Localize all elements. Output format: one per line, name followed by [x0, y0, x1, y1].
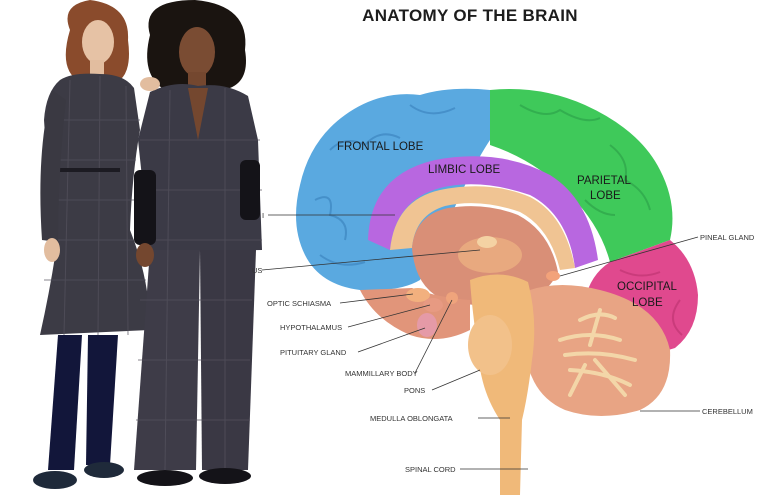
fashion-photo [33, 0, 262, 489]
occipital-lobe-label-1: OCCIPITAL [617, 281, 677, 293]
corpus-callosum [390, 186, 575, 270]
left-model-shoe-2 [84, 462, 124, 478]
right-model-v-neck [188, 88, 208, 140]
spinal-cord-label: SPINAL CORD [405, 465, 456, 474]
right-model-jacket [138, 84, 262, 252]
pituitary-gland-label: PITUITARY GLAND [280, 348, 347, 357]
pineal-gland-label: PINEAL GLAND [700, 233, 755, 242]
pons [468, 315, 512, 375]
medulla-oblongata-label: MEDULLA OBLONGATA [370, 414, 453, 423]
hypothalamus-label: HYPOTHALAMUS [280, 323, 342, 332]
gyri-texture-pink [619, 269, 683, 336]
truncated-label-middle: US [252, 266, 262, 275]
parietal-lobe-label-1: PARIETAL [577, 175, 631, 187]
left-model-socks-2 [86, 335, 118, 465]
diagram-title: ANATOMY OF THE BRAIN [362, 6, 578, 25]
left-model-arm [40, 90, 66, 242]
right-model-sleeve-left [134, 170, 156, 245]
right-model-sleeve-right [240, 160, 260, 220]
mammillary-body-label: MAMMILLARY BODY [345, 369, 418, 378]
right-model-shoe-2 [199, 468, 251, 484]
right-model-face [179, 27, 215, 77]
parietal-lobe [490, 89, 673, 262]
occipital-lobe-label-2: LOBE [632, 297, 663, 309]
frontal-lobe-label: FRONTAL LOBE [337, 141, 424, 153]
pituitary-gland [417, 313, 437, 337]
cerebellum-label: CEREBELLUM [702, 407, 753, 416]
pons-label: PONS [404, 386, 425, 395]
leader-lines [261, 214, 700, 470]
mammillary-body [446, 292, 458, 304]
right-model-shoe [137, 470, 193, 486]
cerebellum-arbor [558, 308, 637, 397]
pineal-gland [546, 271, 560, 281]
suit-plaid [136, 88, 262, 471]
limbic-lobe [368, 156, 598, 268]
left-model-belt [58, 168, 120, 172]
left-model-shoe [33, 471, 77, 489]
dress-plaid [44, 75, 146, 336]
optic-schiasma [406, 288, 430, 302]
gyri-texture-green [519, 104, 651, 216]
temporal-base [360, 288, 470, 339]
truncated-label-upper: I [262, 211, 264, 220]
right-model-shoulder-hand [140, 77, 160, 91]
left-model-socks [48, 335, 82, 470]
cerebellum [524, 285, 671, 416]
limbic-lobe-label: LIMBIC LOBE [428, 164, 501, 176]
left-model-hand [44, 238, 60, 262]
thalamus [458, 237, 522, 273]
optic-schiasma-label: OPTIC SCHIASMA [267, 299, 331, 308]
brainstem [470, 274, 535, 495]
fornix-hole [477, 236, 497, 248]
right-model-hand [136, 243, 154, 267]
parietal-lobe-label-2: LOBE [590, 190, 621, 202]
left-model-neck [90, 60, 104, 76]
left-model-face [82, 20, 114, 64]
hypothalamus [423, 298, 443, 312]
left-model-dress [40, 73, 150, 335]
